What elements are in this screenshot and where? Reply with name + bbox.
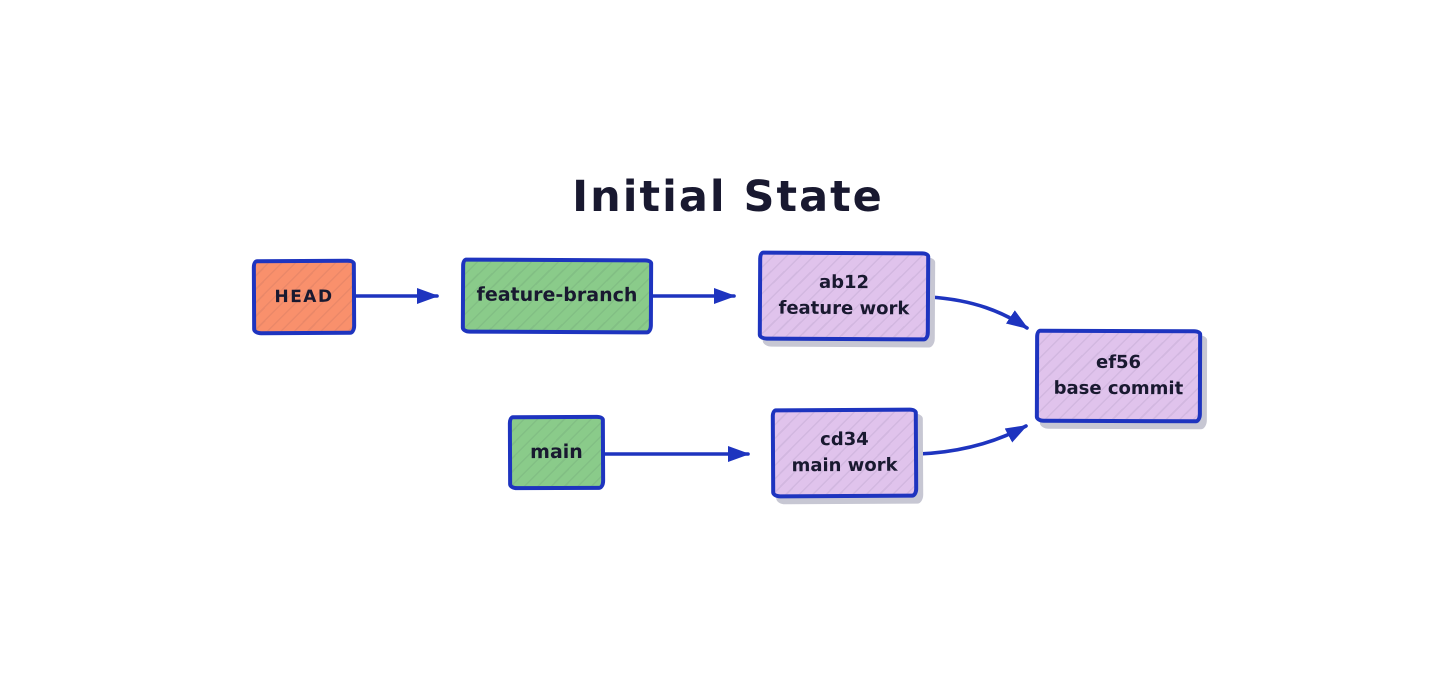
edge-cd34-to-ef56 (916, 424, 1028, 456)
node-main-label: main (530, 440, 583, 463)
commit-message: base commit (1053, 377, 1184, 400)
node-feature-branch: feature-branch (460, 257, 654, 335)
commit-id: cd34 (820, 428, 869, 451)
node-main: main (507, 414, 606, 491)
node-commit-cd34: cd34 main work (770, 407, 919, 499)
commit-id: ef56 (1095, 351, 1142, 373)
commit-message: main work (791, 454, 898, 477)
commit-id: ab12 (818, 271, 870, 294)
edge-ab12-to-ef56 (928, 295, 1029, 330)
node-commit-ef56: ef56 base commit (1034, 328, 1203, 424)
node-feature-branch-label: feature-branch (476, 283, 638, 307)
node-head: HEAD (251, 258, 357, 336)
diagram-title: Initial State (572, 172, 884, 222)
commit-message: feature work (778, 297, 910, 320)
node-head-label: HEAD (274, 286, 334, 307)
node-commit-ab12: ab12 feature work (757, 250, 931, 342)
